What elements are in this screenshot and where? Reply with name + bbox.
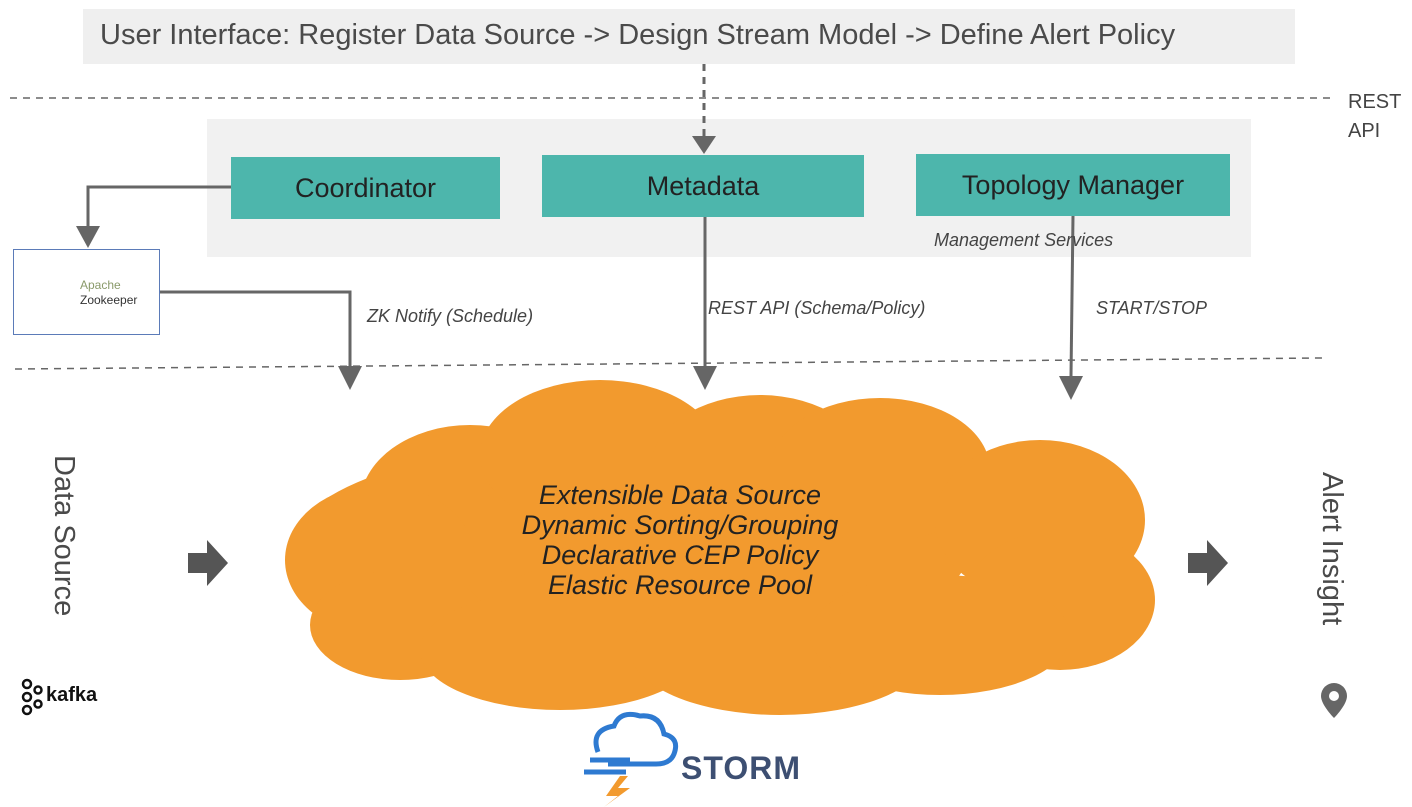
zookeeper-logo-box: Apache Zookeeper <box>13 249 160 335</box>
start-stop-label: START/STOP <box>1096 298 1208 318</box>
zookeeper-logo-apache-text: Apache <box>80 278 121 292</box>
zk-notify-label: ZK Notify (Schedule) <box>367 306 534 326</box>
rest-api-flow-label: REST API (Schema/Policy) <box>708 298 926 318</box>
coordinator-service-box: Coordinator <box>231 157 500 219</box>
output-arrow <box>1188 540 1228 586</box>
engine-feature-list: Extensible Data Source Dynamic Sorting/G… <box>400 480 960 600</box>
processing-cloud <box>285 380 1155 715</box>
topology-to-engine-arrowhead <box>1059 376 1083 400</box>
engine-feature-item: Declarative CEP Policy <box>541 540 819 570</box>
alert-insight-label: Alert Insight <box>1316 472 1348 626</box>
engine-separator-line <box>14 357 1323 370</box>
zookeeper-to-engine-arrowhead <box>338 366 362 390</box>
zookeeper-to-engine-connector <box>160 290 352 366</box>
data-source-label: Data Source <box>48 455 80 617</box>
zookeeper-logo-name-text: Zookeeper <box>80 293 138 307</box>
engine-feature-item: Dynamic Sorting/Grouping <box>521 510 839 540</box>
coordinator-to-zookeeper-arrowhead <box>76 226 100 248</box>
storm-logo-text: STORM <box>681 750 801 786</box>
topology-to-engine-connector <box>1069 215 1075 377</box>
engine-feature-item: Elastic Resource Pool <box>547 570 813 600</box>
kafka-logo-text: kafka <box>46 684 98 706</box>
engine-feature-item: Extensible Data Source <box>538 480 822 510</box>
rest-api-label-line1: REST <box>1348 91 1402 113</box>
topology-manager-service-box: Topology Manager <box>916 154 1230 216</box>
coordinator-to-zookeeper-connector <box>86 185 231 226</box>
input-arrow <box>188 540 228 586</box>
ui-to-metadata-arrowhead <box>692 136 716 154</box>
location-pin-icon <box>1321 683 1347 718</box>
metadata-to-engine-arrowhead <box>693 366 717 390</box>
rest-api-label: REST API <box>1348 88 1401 146</box>
user-interface-bar <box>83 9 1295 64</box>
kafka-icon <box>21 678 43 716</box>
storm-logo-icon <box>584 711 679 807</box>
metadata-service-box: Metadata <box>542 155 864 217</box>
management-services-caption: Management Services <box>934 230 1114 250</box>
user-interface-flow-text: User Interface: Register Data Source -> … <box>100 19 1176 51</box>
rest-api-label-line2: API <box>1348 120 1381 142</box>
